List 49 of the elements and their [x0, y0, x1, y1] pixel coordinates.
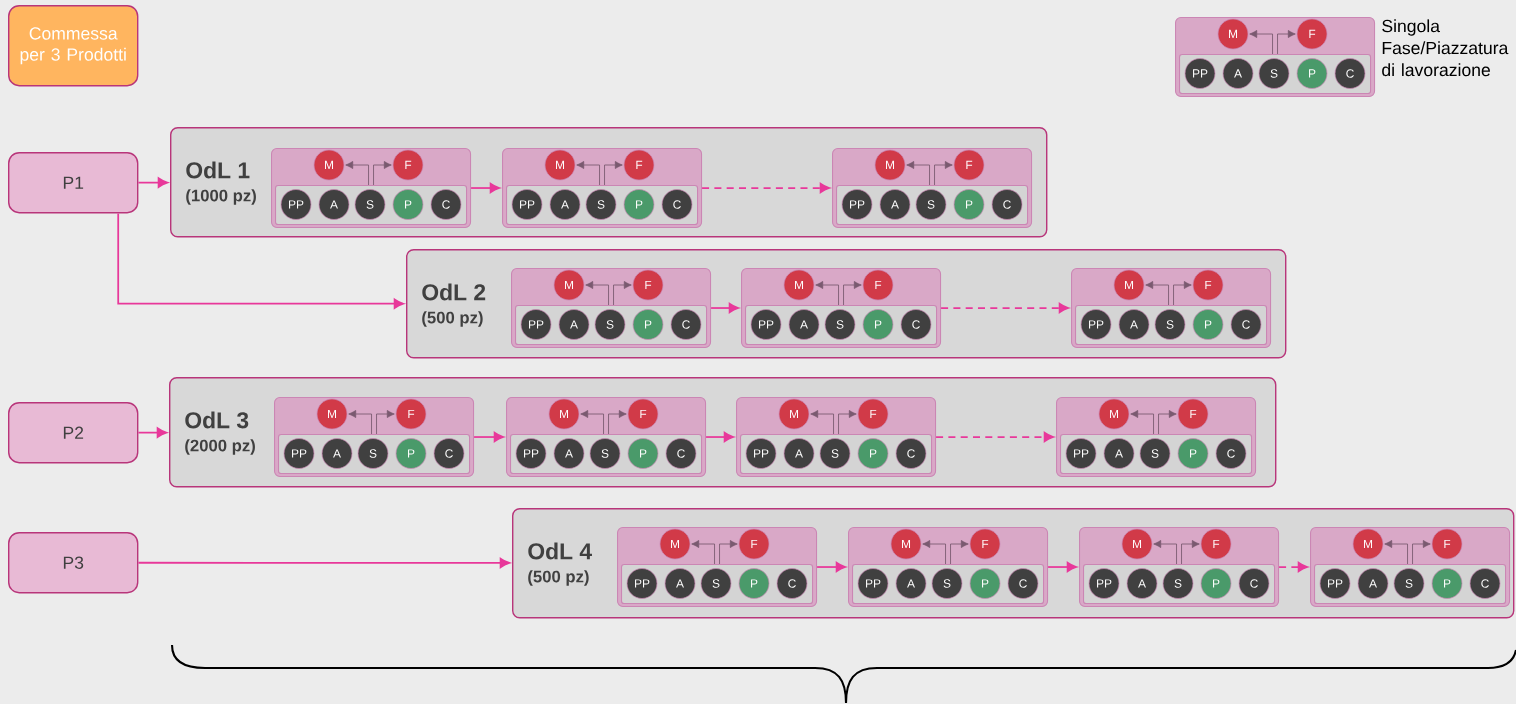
connector-line: [1153, 540, 1177, 565]
connector-line: [1384, 540, 1408, 565]
arrow: [940, 302, 1070, 314]
connector-line: [950, 540, 969, 565]
connector-line: [906, 161, 930, 186]
connector-line: [922, 540, 946, 565]
connector-line: [576, 161, 600, 186]
connector-line: [613, 281, 632, 306]
connector-line: [1181, 540, 1200, 565]
connector-line: [719, 540, 738, 565]
product-box: P1: [8, 152, 139, 214]
arrow: [137, 557, 511, 569]
arrow: [705, 431, 735, 443]
connector-line: [1173, 281, 1192, 306]
arrow: [137, 427, 168, 438]
arrow: [473, 431, 505, 443]
connector-line: [810, 410, 834, 435]
connector-line: [345, 161, 369, 186]
connector-line: [1158, 410, 1177, 435]
connector-line: [608, 410, 627, 435]
connector-line: [1145, 281, 1169, 306]
connector-line: [838, 410, 857, 435]
connector-line: [580, 410, 604, 435]
arrow: [470, 182, 501, 194]
arrow: [1278, 561, 1309, 573]
side-caption: Singola Fase/Piazzatura di lavorazione: [1382, 19, 1509, 77]
connector-line: [1249, 30, 1273, 55]
connector-line: [934, 161, 953, 186]
product-box: P2: [8, 402, 139, 464]
arrow: [1047, 561, 1078, 573]
connector-line: [843, 281, 862, 306]
connector-line: [373, 161, 392, 186]
arrow: [117, 212, 405, 309]
connector-line: [691, 540, 715, 565]
connector-line: [1277, 30, 1296, 55]
connector-line: [1412, 540, 1431, 565]
product-box: P3: [8, 532, 139, 594]
connector-line: [604, 161, 623, 186]
arrow: [710, 302, 740, 314]
connector-line: [1130, 410, 1154, 435]
arrow: [816, 561, 847, 573]
connector-line: [348, 410, 372, 435]
connector-line: [815, 281, 839, 306]
connector-line: [585, 281, 609, 306]
connector-line: [376, 410, 395, 435]
order-box: Commessa per 3 Prodotti: [8, 5, 139, 87]
arrow: [137, 177, 169, 188]
arrow: [935, 431, 1055, 443]
arrow: [701, 182, 831, 194]
